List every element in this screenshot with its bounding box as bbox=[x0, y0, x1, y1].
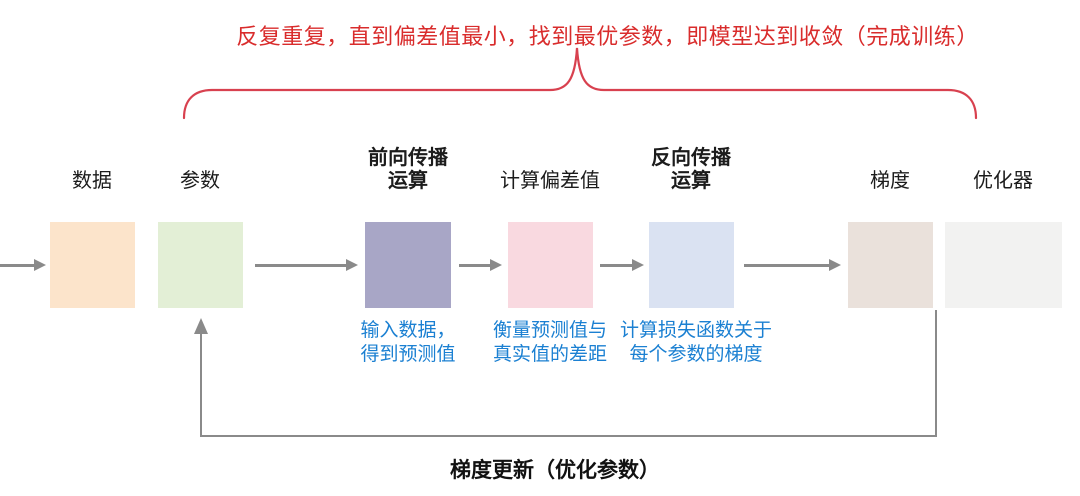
forward-box bbox=[365, 222, 451, 308]
loss-label: 计算偏差值 bbox=[500, 170, 600, 192]
input-arrow bbox=[0, 259, 46, 271]
gradient-label: 梯度 bbox=[870, 170, 910, 192]
arrow-head-icon bbox=[632, 259, 644, 271]
forward-label: 前向传播 运算 bbox=[368, 147, 448, 192]
forward-caption: 输入数据， 得到预测值 bbox=[360, 320, 456, 365]
loop-note-text: 反复重复，直到偏差值最小，找到最优参数，即模型达到收敛（完成训练） bbox=[236, 24, 979, 49]
optimizer-label: 优化器 bbox=[973, 170, 1033, 192]
gradient-update-label: 梯度更新（优化参数） bbox=[450, 459, 660, 482]
loop-up-arrow-head-icon bbox=[194, 318, 208, 334]
backward-box bbox=[649, 222, 734, 308]
forward-to-loss-arrow bbox=[459, 259, 502, 271]
data-box bbox=[50, 222, 135, 308]
backward-to-gradient-arrow bbox=[744, 259, 841, 271]
loss-caption: 衡量预测值与 真实值的差距 bbox=[492, 320, 607, 365]
curly-brace-icon bbox=[182, 47, 978, 120]
arrow-head-icon bbox=[829, 259, 841, 271]
loop-line-bottom bbox=[200, 435, 937, 437]
params-box bbox=[158, 222, 243, 308]
loop-line-right bbox=[935, 310, 937, 437]
loop-line-left bbox=[200, 333, 202, 436]
params-label: 参数 bbox=[180, 170, 220, 192]
data-label: 数据 bbox=[72, 170, 112, 192]
arrow-head-icon bbox=[490, 259, 502, 271]
arrow-head-icon bbox=[34, 259, 46, 271]
gradient-box bbox=[848, 222, 933, 308]
loss-box bbox=[508, 222, 593, 308]
params-to-forward-arrow bbox=[255, 259, 358, 271]
backward-caption: 计算损失函数关于 每个参数的梯度 bbox=[619, 320, 772, 365]
backward-label: 反向传播 运算 bbox=[651, 147, 731, 192]
loss-to-backward-arrow bbox=[600, 259, 644, 271]
optimizer-box bbox=[945, 222, 1062, 308]
arrow-head-icon bbox=[346, 259, 358, 271]
